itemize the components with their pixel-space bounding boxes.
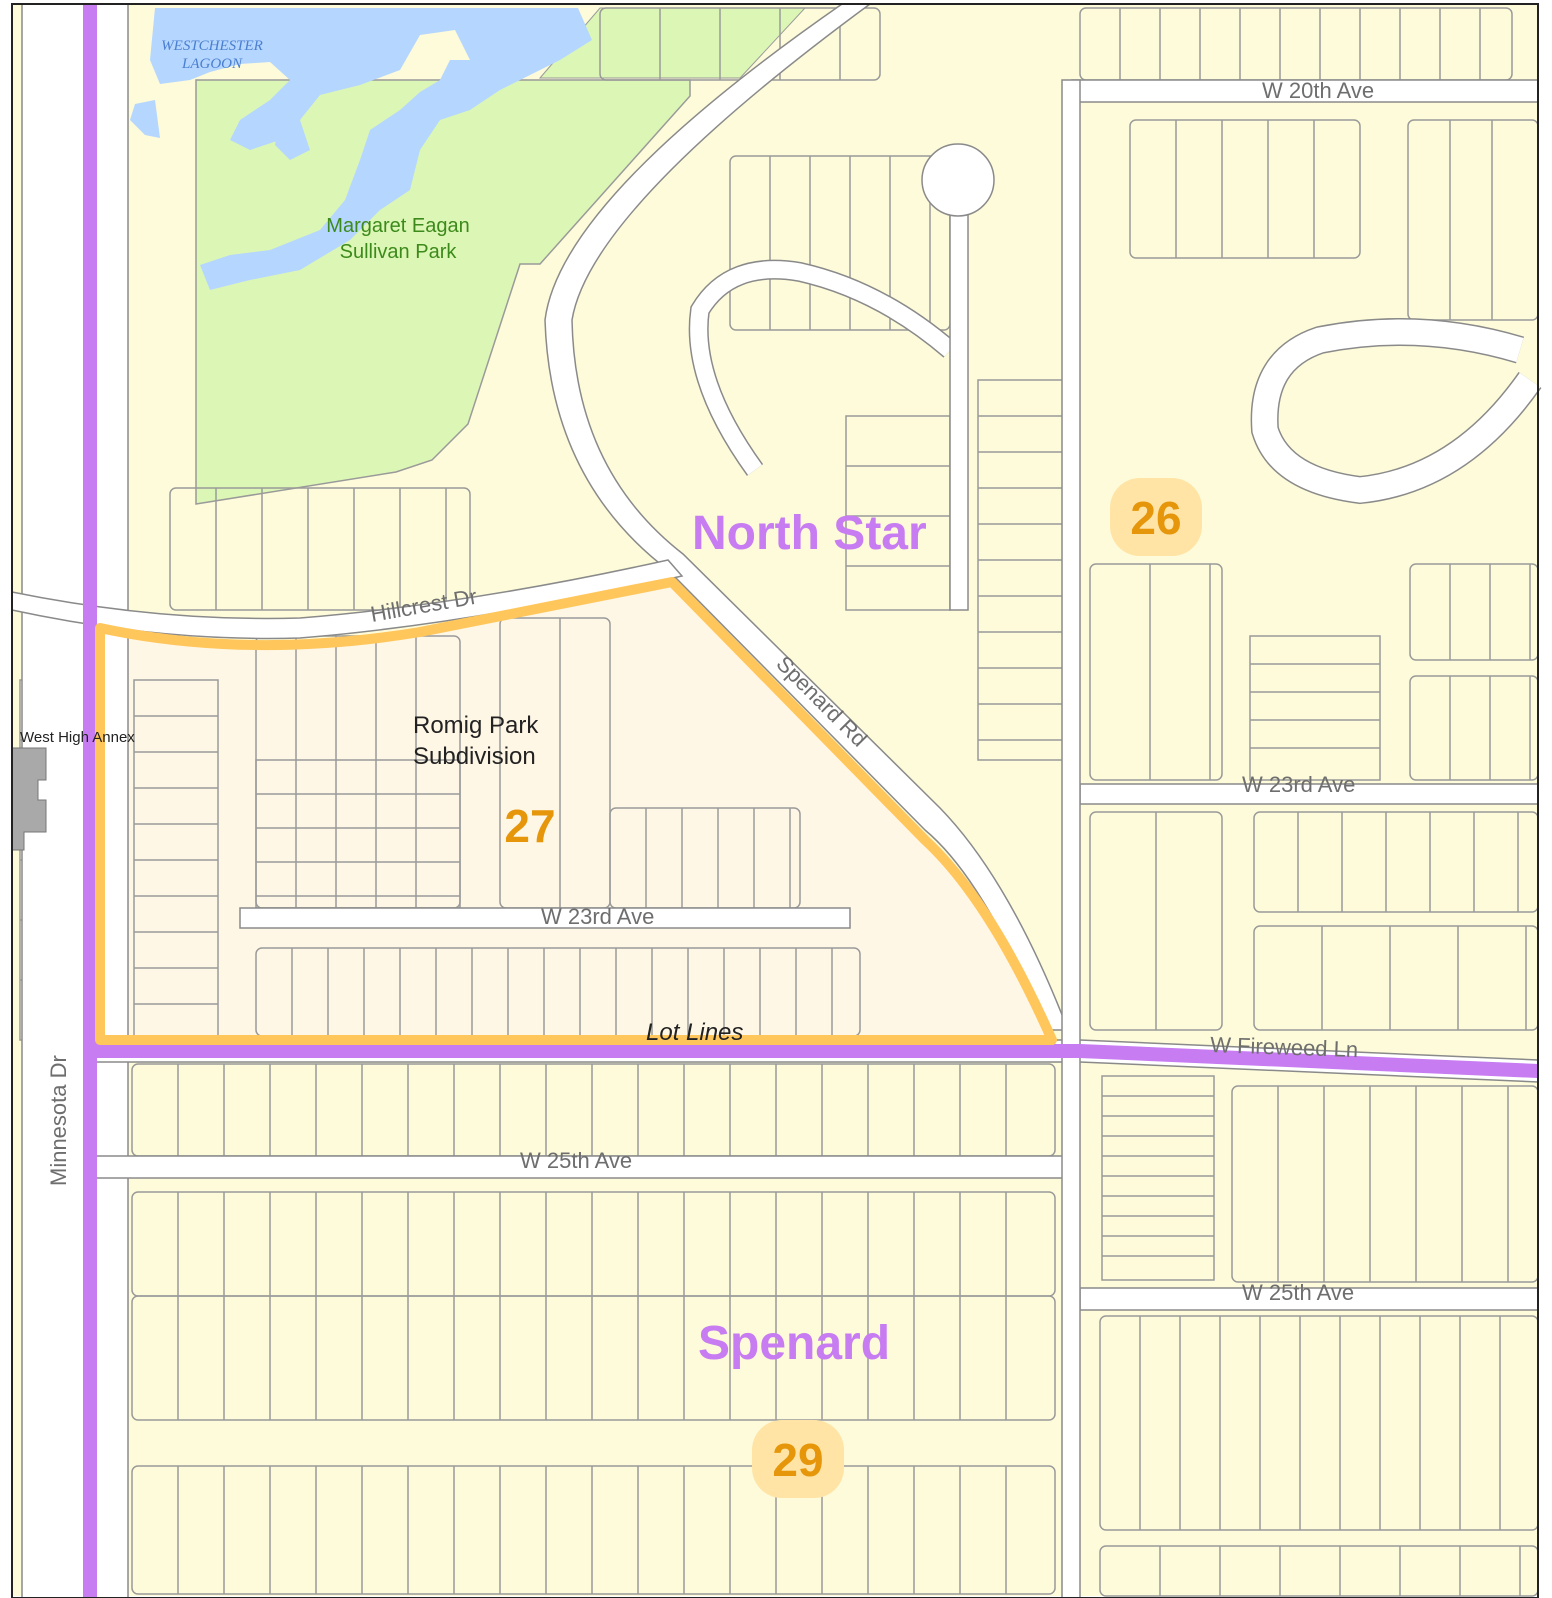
community-label-spenard: Spenard [698, 1317, 890, 1370]
community-boundaries [83, 4, 1539, 1598]
street-label-w-25th-ave-west: W 25th Ave [520, 1148, 632, 1173]
street-label-minnesota-dr: Minnesota Dr [46, 1055, 71, 1186]
lot-lines-annotation: Lot Lines [646, 1019, 743, 1046]
street-label-w-fireweed-ln: W Fireweed Ln [1210, 1032, 1359, 1062]
school-label: West High Annex [20, 729, 135, 746]
park-label-line1: Margaret Eagan [326, 215, 469, 237]
subdivision-label-line2: Subdivision [413, 743, 536, 770]
community-label-north-star: North Star [692, 507, 927, 560]
area-number-27: 27 [504, 800, 555, 852]
map-frame [11, 3, 1539, 1598]
study-area-outline [95, 577, 1057, 1045]
area-number-26: 26 [1130, 492, 1181, 544]
connector-road-north [1061, 79, 1081, 1598]
badge-26 [1110, 478, 1202, 556]
roads [11, 3, 1542, 1598]
street-label-w-20th-ave: W 20th Ave [1262, 78, 1374, 103]
school-building [11, 747, 47, 851]
subdivision-label-line1: Romig Park [413, 712, 539, 739]
street-label-w-25th-ave-east: W 25th Ave [1242, 1280, 1354, 1305]
fireweed-boundary [90, 1044, 1539, 1078]
water-labels: WESTCHESTER LAGOON [161, 38, 263, 72]
badge-29 [752, 1420, 844, 1498]
area-number-29: 29 [772, 1434, 823, 1486]
hillcrest-dr-road [11, 559, 684, 640]
lagoon-water [130, 8, 592, 290]
w-23rd-ave-west-road [239, 907, 851, 929]
street-label-w-23rd-ave-east: W 23rd Ave [1242, 772, 1355, 797]
lagoon-label-line2: LAGOON [181, 56, 243, 72]
cul-de-sac-circle [921, 143, 995, 217]
park-labels: Margaret Eagan Sullivan Park [326, 215, 469, 263]
lagoon-label-line1: WESTCHESTER [161, 38, 263, 54]
park-label-line2: Sullivan Park [340, 241, 458, 263]
street-label-w-23rd-ave-west: W 23rd Ave [541, 904, 654, 929]
